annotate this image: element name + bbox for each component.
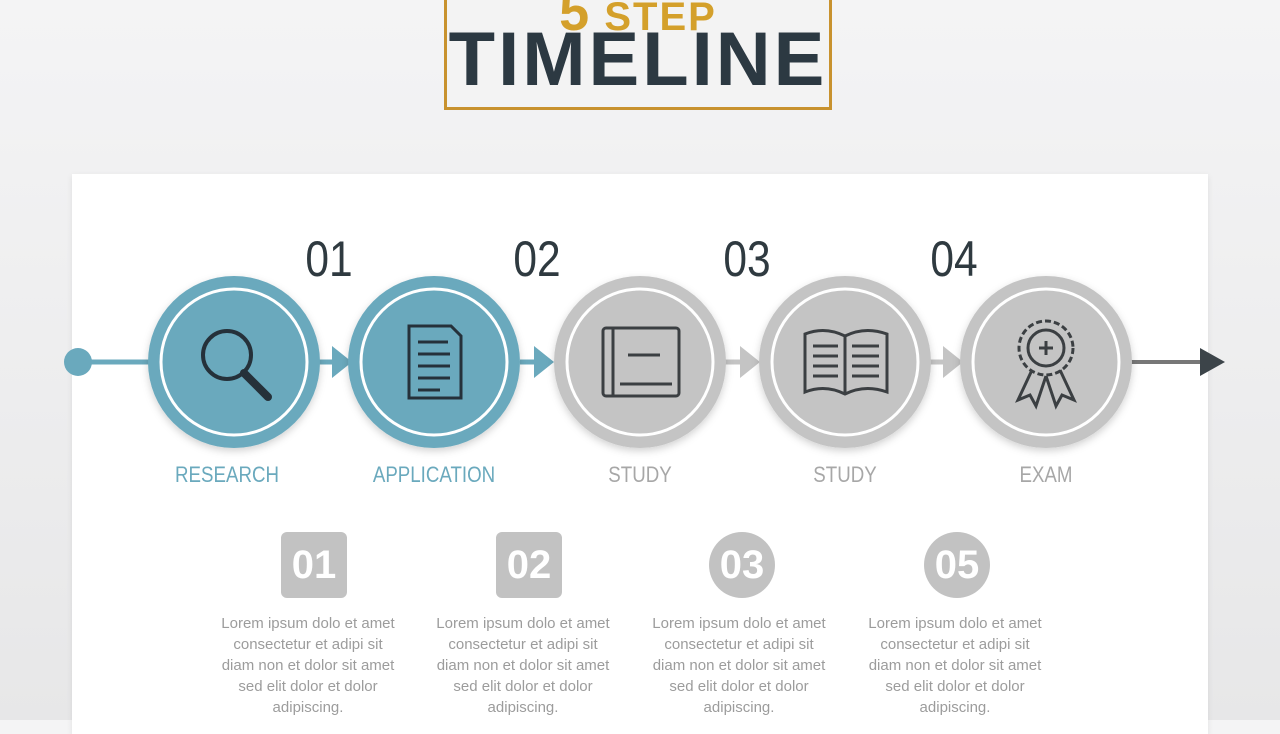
open-book-icon xyxy=(803,329,889,396)
timeline-start-dot xyxy=(64,348,92,376)
step-2-number: 02 xyxy=(513,231,561,287)
title-top: 5 STEP xyxy=(447,0,829,43)
description-4: Lorem ipsum dolo et amet consectetur et … xyxy=(868,615,1042,716)
title-number: 5 xyxy=(559,0,592,42)
document-icon xyxy=(407,324,463,400)
badge-4: 05 xyxy=(924,532,990,598)
title-box: 5 STEP TIMELINE xyxy=(444,0,832,110)
description-3: Lorem ipsum dolo et amet consectetur et … xyxy=(652,615,826,716)
book-icon xyxy=(601,326,681,398)
step-4-number: 04 xyxy=(930,231,978,287)
arrow-2 xyxy=(534,346,554,378)
step-1-label: RESEARCH xyxy=(175,462,279,487)
award-ribbon-icon xyxy=(1015,319,1077,410)
badge-2: 02 xyxy=(496,532,562,598)
title-main: TIMELINE xyxy=(448,17,828,102)
step-1-number: 01 xyxy=(305,231,353,287)
description-1: Lorem ipsum dolo et amet consectetur et … xyxy=(221,615,395,716)
step-1-circle xyxy=(148,276,320,448)
title-step-word: STEP xyxy=(604,0,717,39)
arrow-4 xyxy=(943,346,963,378)
step-2-circle xyxy=(348,276,520,448)
step-3-label: STUDY xyxy=(608,462,672,487)
step-4-label: STUDY xyxy=(813,462,877,487)
arrow-3 xyxy=(740,346,760,378)
magnifier-icon xyxy=(201,329,272,401)
step-5-label: EXAM xyxy=(1019,462,1073,487)
step-3-number: 03 xyxy=(723,231,771,287)
step-3-circle xyxy=(554,276,726,448)
timeline-end-arrow xyxy=(1200,348,1225,376)
step-2-label: APPLICATION xyxy=(372,462,496,487)
description-2: Lorem ipsum dolo et amet consectetur et … xyxy=(436,615,610,716)
badge-1: 01 xyxy=(281,532,347,598)
step-5-circle xyxy=(960,276,1132,448)
badge-3: 03 xyxy=(709,532,775,598)
arrow-1 xyxy=(332,346,352,378)
timeline-panel xyxy=(72,174,1208,734)
